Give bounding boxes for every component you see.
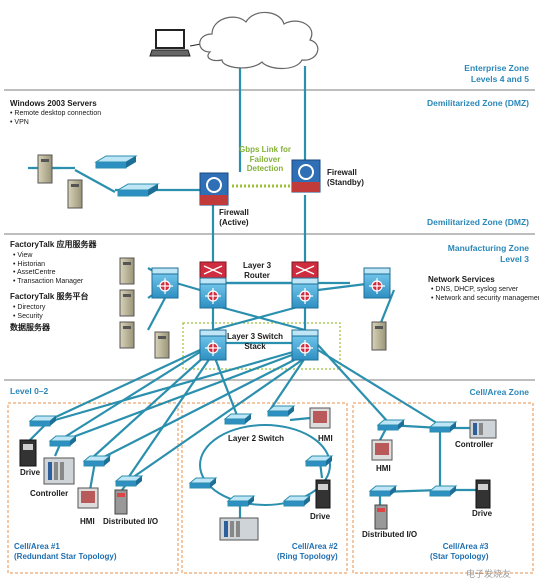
- zone-separators: [4, 89, 535, 381]
- internet-cloud-icon: [199, 11, 319, 70]
- dmz-bottom-label: Demilitarized Zone (DMZ): [426, 217, 529, 227]
- laptop-icon: [149, 29, 191, 57]
- cell2-controller-icon: [219, 517, 259, 541]
- cell2-hmi-icon: [309, 407, 331, 429]
- layer2-switch-icon: [282, 495, 312, 507]
- layer2-switch-icon: [226, 495, 256, 507]
- multilayer-switches: [151, 267, 391, 361]
- factorytalk-app-list: View Historian AssetCentre Transaction M…: [13, 252, 83, 286]
- stack-switch-icon: [199, 329, 227, 361]
- network-services-list: DNS, DHCP, syslog server Network and sec…: [431, 286, 539, 303]
- layer2-switches: [28, 405, 458, 507]
- cell3-title: Cell/Area #3(Star Topology): [430, 542, 489, 561]
- platform-server-icon: [119, 289, 135, 317]
- layer2-switch-icon: [376, 419, 406, 431]
- factorytalk-item: AssetCentre: [13, 269, 83, 278]
- dmz-switch-icon: [116, 183, 160, 197]
- firewall-active-label: Firewall(Active): [219, 208, 249, 227]
- factorytalk-platform-title: FactoryTalk 服务平台: [10, 292, 89, 301]
- network-services-server-icon: [371, 321, 387, 351]
- network-services-switch-icon: [363, 267, 391, 299]
- cell3-hmi-icon: [371, 439, 393, 461]
- cell1-io-icon: [114, 489, 128, 515]
- dmz-top-label: Demilitarized Zone (DMZ): [426, 98, 529, 108]
- switch-stack-outline: [182, 322, 341, 370]
- cell-area-zone-label: Cell/Area Zone: [469, 387, 529, 397]
- data-server-icon: [119, 321, 135, 349]
- firewall-active-icon: [199, 172, 229, 206]
- data-server-icon: [154, 331, 170, 359]
- layer2-switch-icon: [48, 435, 78, 447]
- layer2-switch-icon: [82, 455, 112, 467]
- cell1-hmi-label: HMI: [80, 517, 95, 526]
- dmz-server-icon: [67, 179, 83, 209]
- layer2-switch-icon: [266, 405, 296, 417]
- cell3-controller-icon: [469, 419, 497, 439]
- cell3-drive-icon: [475, 479, 491, 509]
- layer2-switch-icon: [188, 477, 218, 489]
- factorytalk-item: Historian: [13, 261, 83, 270]
- level-label: Level 0–2: [10, 386, 49, 396]
- core-switch-icon: [291, 277, 319, 309]
- distribution-switch-icon: [151, 267, 179, 299]
- dmz-switch-icon: [94, 155, 138, 169]
- cell2-switch-label: Layer 2 Switch: [228, 434, 285, 443]
- network-service-item: DNS, DHCP, syslog server: [431, 286, 539, 295]
- dmz-servers-title: Windows 2003 Servers: [10, 99, 97, 108]
- cell1-hmi-icon: [77, 487, 99, 509]
- factorytalk-item: View: [13, 252, 83, 261]
- cell1-io-label: Distributed I/O: [103, 517, 159, 526]
- dmz-server-icon: [37, 154, 53, 184]
- layer2-switch-icon: [28, 415, 58, 427]
- data-servers-label: 数据服务器: [10, 323, 50, 332]
- dmz-item: Remote desktop connection: [10, 110, 101, 119]
- layer3-router-icon: [291, 261, 319, 279]
- platform-item: Directory: [13, 304, 45, 313]
- layer2-switch-icon: [428, 485, 458, 497]
- cell2-drive-label: Drive: [310, 512, 331, 521]
- application-server-icon: [119, 257, 135, 285]
- cell1-controller-label: Controller: [30, 489, 69, 498]
- cell1-drive-icon: [19, 439, 37, 467]
- network-service-item: Network and security management: [431, 295, 539, 304]
- platform-item: Security: [13, 313, 45, 322]
- dmz-servers-list: Remote desktop connection VPN: [10, 110, 101, 127]
- core-switch-icon: [199, 277, 227, 309]
- stack-switch-icon: [291, 329, 319, 361]
- factorytalk-app-title: FactoryTalk 应用服务器: [10, 240, 97, 249]
- firewall-standby-icon: [291, 159, 321, 193]
- cell2-hmi-label: HMI: [318, 434, 333, 443]
- cell2-drive-icon: [315, 479, 331, 509]
- network-services-title: Network Services: [428, 275, 495, 284]
- layer2-switch-icon: [428, 421, 458, 433]
- cell1-title: Cell/Area #1(Redundant Star Topology): [14, 542, 117, 561]
- network-links: [28, 66, 480, 518]
- cell3-controller-label: Controller: [455, 440, 494, 449]
- cell3-io-label: Distributed I/O: [362, 530, 418, 539]
- cell1-controller-icon: [43, 457, 75, 485]
- factorytalk-item: Transaction Manager: [13, 278, 83, 287]
- dmz-item: VPN: [10, 119, 101, 128]
- layer2-switch-icon: [368, 485, 398, 497]
- cell1-drive-label: Drive: [20, 468, 41, 477]
- layer2-switch-icon: [304, 455, 334, 467]
- watermark: 电子发烧友: [466, 569, 512, 579]
- firewall-standby-label: Firewall(Standby): [327, 168, 364, 187]
- cell3-hmi-label: HMI: [376, 464, 391, 473]
- cell3-io-icon: [374, 504, 388, 530]
- layer2-switch-icon: [223, 413, 253, 425]
- cell3-drive-label: Drive: [472, 509, 493, 518]
- layer2-switch-icon: [114, 475, 144, 487]
- cell-area-borders: [7, 402, 534, 574]
- cell2-title: Cell/Area #2(Ring Topology): [277, 542, 338, 561]
- factorytalk-platform-list: Directory Security: [13, 304, 45, 321]
- layer3-router-icon: [199, 261, 227, 279]
